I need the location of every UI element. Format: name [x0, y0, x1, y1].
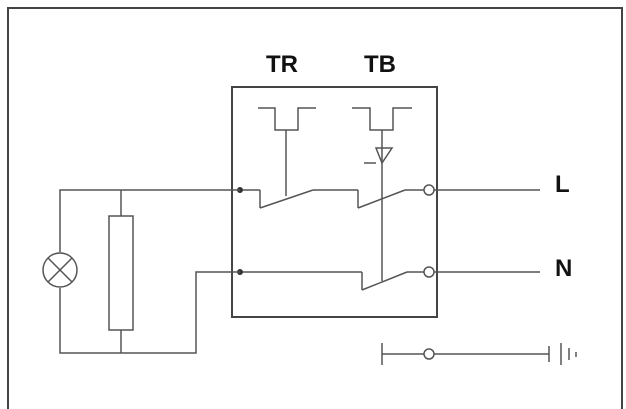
label-l: L — [555, 171, 570, 198]
external-wiring — [59, 189, 240, 354]
tb-sensor-icon — [352, 107, 412, 281]
outer-frame — [7, 7, 623, 409]
indicator-lamp-icon — [42, 252, 78, 288]
tr-switch-contact — [240, 189, 358, 209]
label-tr: TR — [266, 51, 298, 78]
tb-switch-contact-n — [240, 271, 424, 291]
terminal-n — [423, 266, 435, 278]
thermostat-housing — [231, 86, 438, 318]
terminal-l — [423, 184, 435, 196]
resistor-icon — [108, 215, 134, 331]
label-tb: TB — [364, 51, 396, 78]
tr-sensor-icon — [258, 107, 316, 196]
label-n: N — [555, 255, 572, 282]
earth-ground-icon — [381, 343, 577, 365]
tb-switch-contact-l — [357, 189, 424, 209]
